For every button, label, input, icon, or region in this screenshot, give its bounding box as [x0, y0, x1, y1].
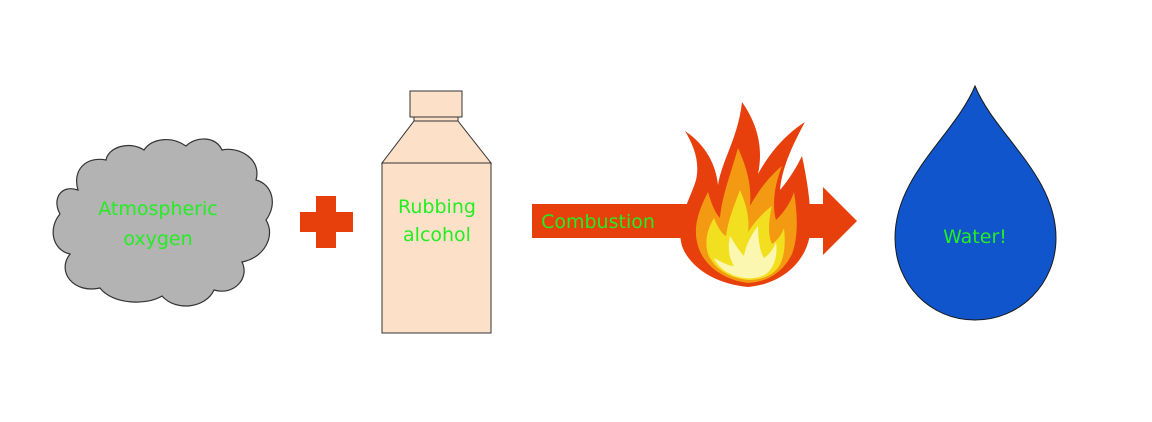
bottle-label-line2: alcohol: [403, 224, 471, 246]
fire-icon: [680, 102, 811, 287]
cloud-shape: [52, 138, 273, 307]
plus-horizontal-bar: [300, 212, 353, 232]
water-drop-shape: [894, 84, 1057, 321]
cloud-label-line1: Atmospheric: [98, 198, 217, 220]
bottle-body: [381, 162, 492, 334]
bottle-icon: Rubbing alcohol: [380, 90, 493, 334]
arrow-head: [823, 187, 857, 255]
bottle-cap: [409, 90, 463, 118]
bottle-shoulder: [413, 116, 459, 122]
water-drop-icon: Water!: [894, 84, 1057, 321]
bottle-label-line1: Rubbing: [398, 196, 476, 218]
plus-icon: [300, 196, 353, 248]
cloud-label-line2: oxygen: [123, 228, 192, 250]
arrow-label: Combustion: [541, 211, 655, 233]
cloud-icon: Atmospheric oxygen: [52, 138, 273, 307]
water-drop-label: Water!: [943, 226, 1007, 248]
bottle-neck: [380, 120, 493, 164]
flame-core: [714, 226, 777, 279]
